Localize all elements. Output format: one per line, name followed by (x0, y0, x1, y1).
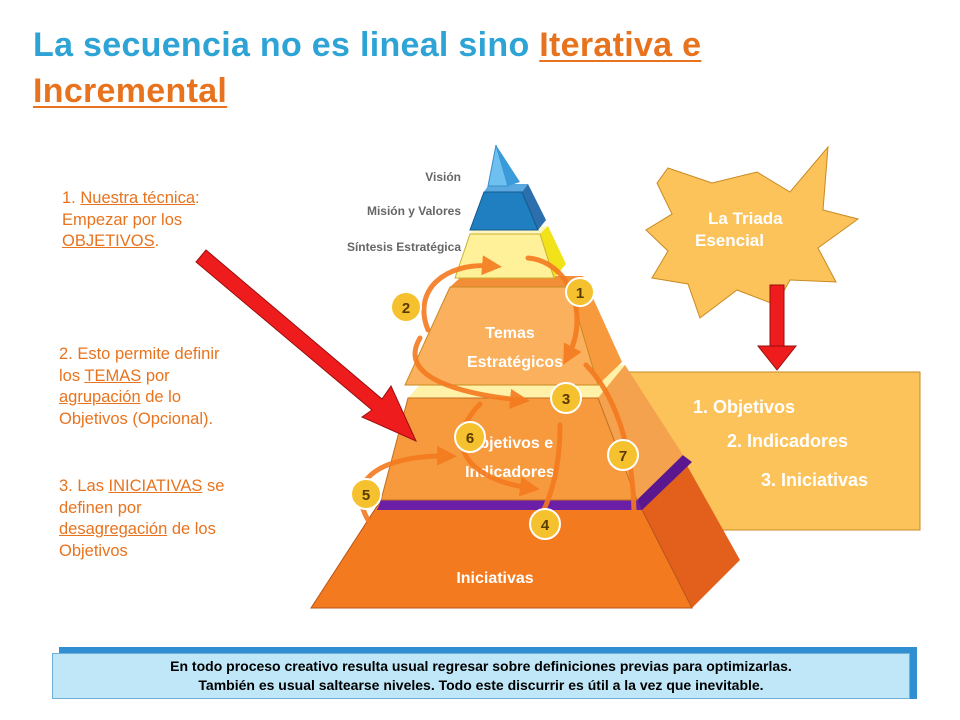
note-3-desagregacion: desagregación (59, 520, 168, 538)
step-number-2: 2 (402, 300, 410, 317)
step-circle-6: 6 (454, 421, 486, 453)
flow-arrow-7 (583, 362, 645, 535)
page-title: La secuencia no es lineal sino Iterativa… (33, 22, 913, 114)
triada-item-2: 2. Indicadores (727, 431, 848, 451)
level-vision-label: Visión (425, 170, 461, 184)
triada-label-2: Esencial (695, 231, 764, 250)
level-temas-front (404, 286, 599, 386)
step-number-3: 3 (562, 391, 570, 408)
note-3: 3. Las INICIATIVAS se definen por desagr… (59, 476, 299, 562)
step-number-6: 6 (466, 430, 474, 447)
note-1: 1. Nuestra técnica: Empezar por los OBJE… (62, 188, 277, 253)
triada-item-1: 1. Objetivos (693, 397, 795, 417)
step-circle-1: 1 (565, 277, 595, 307)
title-highlight-1: Iterativa e (539, 26, 702, 64)
title-highlight-2: Incremental (33, 72, 228, 110)
level-iniciativas-label: Iniciativas (456, 570, 533, 587)
flow-arrow-3 (412, 335, 530, 409)
note-2-agrupacion: agrupación (59, 388, 141, 406)
note-3-se: se (202, 477, 225, 495)
flow-arrow-1 (421, 255, 502, 333)
triada-item-3: 3. Iniciativas (761, 470, 868, 490)
note-1-num: 1. (62, 189, 81, 207)
note-3-las: 3. Las (59, 477, 109, 495)
note-2-line1: 2. Esto permite definir (59, 345, 220, 363)
footer-callout: En todo proceso creativo resulta usual r… (52, 653, 910, 699)
footer-line-1: En todo proceso creativo resulta usual r… (170, 658, 792, 674)
flow-arrow-6 (375, 517, 480, 558)
step-circle-7: 7 (607, 439, 639, 471)
step-number-5: 5 (362, 487, 370, 504)
level-temas-label-1: Temas (485, 325, 535, 342)
red-arrow-head (756, 345, 798, 371)
level-mision-label: Misión y Valores (367, 204, 461, 218)
note-3-line4: Objetivos (59, 541, 128, 560)
note-2-por: por (141, 366, 170, 385)
level-temas-label-2: Estratégicos (467, 354, 563, 371)
step-circle-2: 2 (390, 291, 422, 323)
level-temas-top (450, 276, 583, 287)
level-base-side (637, 453, 740, 608)
triada-label-1: La Triada (708, 209, 783, 228)
note-3-iniciativas: INICIATIVAS (108, 477, 203, 495)
footer-line-2: También es usual saltearse niveles. Todo… (198, 677, 764, 693)
note-3-line2: definen por (59, 498, 142, 517)
note-1-line2: Empezar por los (62, 210, 183, 229)
level-band-side (637, 453, 692, 510)
flow-arrow-4 (459, 401, 540, 497)
step-circle-4: 4 (529, 508, 561, 540)
note-2-temas: TEMAS (84, 366, 142, 385)
level-vision-side (496, 145, 520, 186)
step-number-1: 1 (576, 285, 584, 302)
note-2-los: los (59, 366, 85, 385)
level-objetivos-side (598, 365, 683, 500)
level-mision-side (522, 184, 546, 230)
step-circle-3: 3 (550, 382, 582, 414)
note-1-tecnica: Nuestra técnica (80, 189, 195, 207)
level-sintesis-label: Síntesis Estratégica (347, 240, 461, 254)
flow-arrow-5 (496, 422, 563, 561)
note-2-dela: de lo (140, 388, 182, 406)
note-1-colon: : (195, 189, 200, 207)
note-1-objetivos: OBJETIVOS (62, 232, 155, 250)
note-3-delos: de los (167, 520, 216, 538)
level-sintesis-front (454, 233, 555, 279)
red-diagonal-arrow (195, 249, 417, 442)
red-arrow-shaft (769, 284, 785, 348)
level-mision-front (469, 191, 539, 231)
note-2: 2. Esto permite definir los TEMAS por ag… (59, 344, 299, 430)
step-circle-5: 5 (350, 478, 382, 510)
level-sintesis-side (540, 226, 566, 278)
level-band-front (377, 500, 642, 510)
step-number-7: 7 (619, 448, 627, 465)
note-1-dot: . (154, 232, 160, 250)
note-2-line4: Objetivos (Opcional). (59, 409, 214, 428)
level-objetivos-label-1: Objetivos e (467, 435, 553, 452)
title-prefix: La secuencia no es lineal sino (33, 26, 540, 64)
step-number-4: 4 (541, 517, 550, 534)
